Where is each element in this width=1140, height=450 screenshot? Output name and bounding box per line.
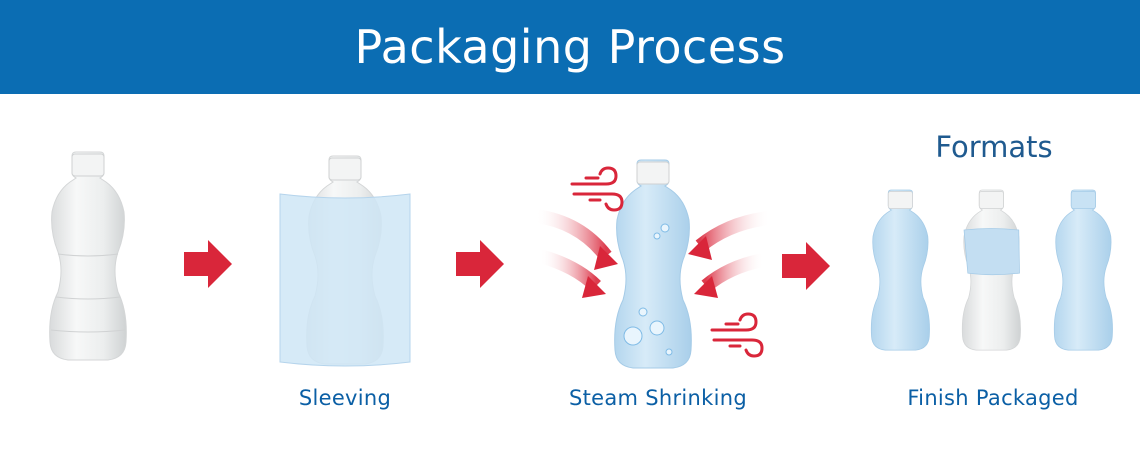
format-full-sleeve-bottle: [870, 189, 930, 351]
sleeving-bottle: [306, 155, 384, 365]
sleeve-film: [279, 193, 411, 367]
steam-shrinking-bottle: [614, 159, 692, 369]
page-title: Packaging Process: [354, 20, 786, 74]
step-label-steam-shrinking: Steam Shrinking: [568, 386, 748, 410]
wind-icon: [570, 166, 624, 212]
heat-stream-icon: [688, 211, 771, 298]
process-arrow-icon: [184, 240, 232, 288]
process-arrow-icon: [782, 242, 830, 290]
formats-heading: Formats: [935, 130, 1053, 164]
step-label-finish-packaged: Finish Packaged: [907, 386, 1079, 410]
process-arrow-icon: [456, 240, 504, 288]
format-partial-sleeve-bottle: [961, 189, 1021, 351]
wind-icon: [710, 312, 764, 358]
diagram-artwork: [49, 151, 1113, 369]
step-label-sleeving: Sleeving: [298, 386, 392, 410]
heat-stream-icon: [534, 209, 618, 298]
format-full-body-sleeve-bottle: [1053, 189, 1113, 351]
header-banner: Packaging Process: [0, 0, 1140, 94]
plain-bottle: [49, 151, 127, 361]
process-diagram: Sleeving Steam Shrinking Finish Packaged…: [0, 94, 1140, 450]
